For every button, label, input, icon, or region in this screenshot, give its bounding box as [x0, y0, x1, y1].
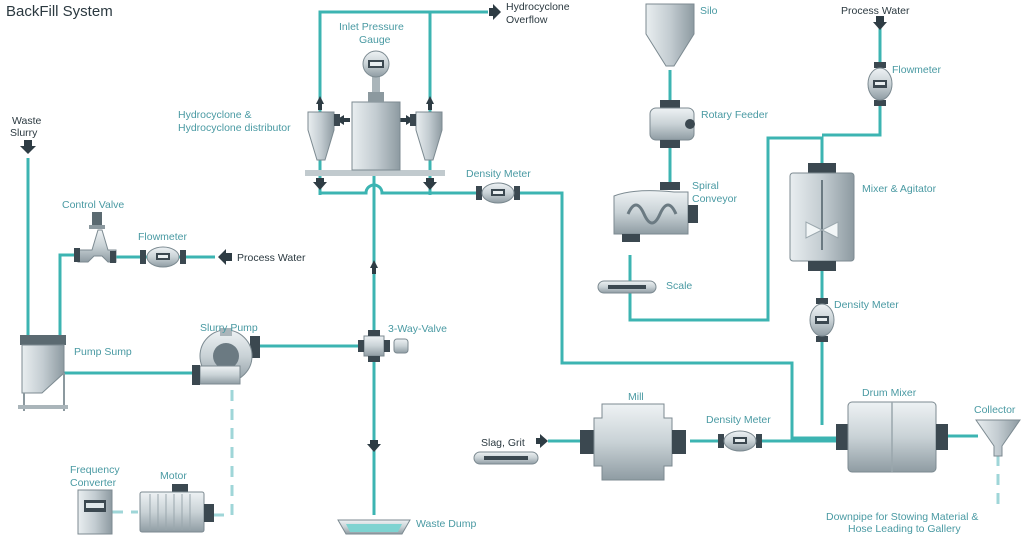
arrow-down-icon: [367, 440, 381, 452]
control-valve: [74, 212, 117, 263]
label-inlet-pressure-2: Gauge: [359, 34, 391, 46]
arrow-up-icon: [316, 96, 324, 110]
slurry-pump: [192, 328, 260, 385]
label-downpipe-1: Downpipe for Stowing Material &: [826, 511, 978, 523]
arrow-down-icon: [20, 140, 36, 154]
drum-mixer: [836, 401, 948, 473]
arrow-down-icon: [423, 178, 437, 190]
mixer-agitator: [789, 163, 855, 271]
label-slag-grit: Slag, Grit: [481, 437, 525, 449]
waste-dump: [337, 519, 411, 535]
label-flowmeter-left: Flowmeter: [138, 231, 188, 243]
inlet-pressure-gauge: [362, 50, 390, 92]
flowmeter-left: [140, 246, 186, 268]
frequency-converter: [77, 489, 113, 535]
label-control-valve: Control Valve: [62, 199, 124, 211]
label-frequency-converter-2: Converter: [70, 477, 117, 489]
motor-drive-line: [212, 390, 234, 517]
scale: [597, 280, 657, 294]
label-frequency-converter-1: Frequency: [70, 464, 120, 476]
density-meter-bottom: [718, 430, 762, 452]
labels: Waste Slurry Control Valve Flowmeter Pro…: [10, 1, 1016, 535]
label-motor: Motor: [160, 470, 187, 482]
slag-conveyor: [473, 451, 539, 465]
label-three-way-valve: 3-Way-Valve: [388, 323, 447, 335]
silo: [645, 3, 695, 67]
arrow-right-icon: [400, 115, 414, 125]
label-silo: Silo: [700, 5, 718, 17]
arrow-up-icon: [426, 96, 434, 110]
arrow-right-icon: [489, 4, 501, 20]
label-inlet-pressure-1: Inlet Pressure: [339, 21, 404, 33]
label-overflow-1: Hydrocyclone: [506, 1, 570, 13]
label-overflow-2: Overflow: [506, 14, 548, 26]
density-meter-top: [476, 182, 520, 204]
label-spiral-conveyor-2: Conveyor: [692, 193, 737, 205]
label-process-water-left: Process Water: [237, 252, 306, 264]
arrow-left-icon: [336, 115, 350, 125]
label-waste-slurry-1: Waste: [12, 115, 42, 127]
label-process-water-right: Process Water: [841, 5, 910, 17]
mill: [580, 403, 686, 481]
flowmeter-right: [867, 62, 893, 106]
label-waste-slurry-2: Slurry: [10, 127, 38, 139]
label-rotary-feeder: Rotary Feeder: [701, 109, 769, 121]
label-slurry-pump: Slurry Pump: [200, 322, 258, 334]
collector: [975, 419, 1021, 457]
motor: [139, 484, 214, 533]
arrow-down-icon: [873, 16, 887, 30]
label-waste-dump: Waste Dump: [416, 518, 476, 530]
label-hydrocyclone-2: Hydrocyclone distributor: [178, 122, 291, 134]
density-meter-right: [809, 298, 835, 342]
arrow-down-icon: [313, 178, 327, 190]
label-scale: Scale: [666, 280, 692, 292]
label-mixer-agitator: Mixer & Agitator: [862, 183, 937, 195]
label-density-meter-right: Density Meter: [834, 299, 899, 311]
diagram-title: BackFill System: [6, 3, 113, 20]
label-density-meter-top: Density Meter: [466, 168, 531, 180]
label-pump-sump: Pump Sump: [74, 346, 132, 358]
hydrocyclone-distributor: [305, 92, 445, 176]
pump-sump: [18, 335, 68, 411]
label-mill: Mill: [628, 391, 644, 403]
arrow-left-icon: [218, 249, 232, 265]
label-drum-mixer: Drum Mixer: [862, 387, 917, 399]
flow-arrows: [20, 4, 887, 452]
label-spiral-conveyor-1: Spiral: [692, 180, 719, 192]
label-hydrocyclone-1: Hydrocyclone &: [178, 109, 252, 121]
arrow-up-icon: [370, 260, 378, 274]
label-density-meter-bottom: Density Meter: [706, 414, 771, 426]
three-way-valve: [358, 330, 409, 362]
label-collector: Collector: [974, 404, 1016, 416]
arrow-right-icon: [536, 434, 548, 448]
label-flowmeter-right: Flowmeter: [892, 64, 942, 76]
rotary-feeder: [649, 100, 695, 148]
spiral-conveyor: [613, 182, 698, 242]
label-downpipe-2: Hose Leading to Gallery: [848, 523, 961, 535]
